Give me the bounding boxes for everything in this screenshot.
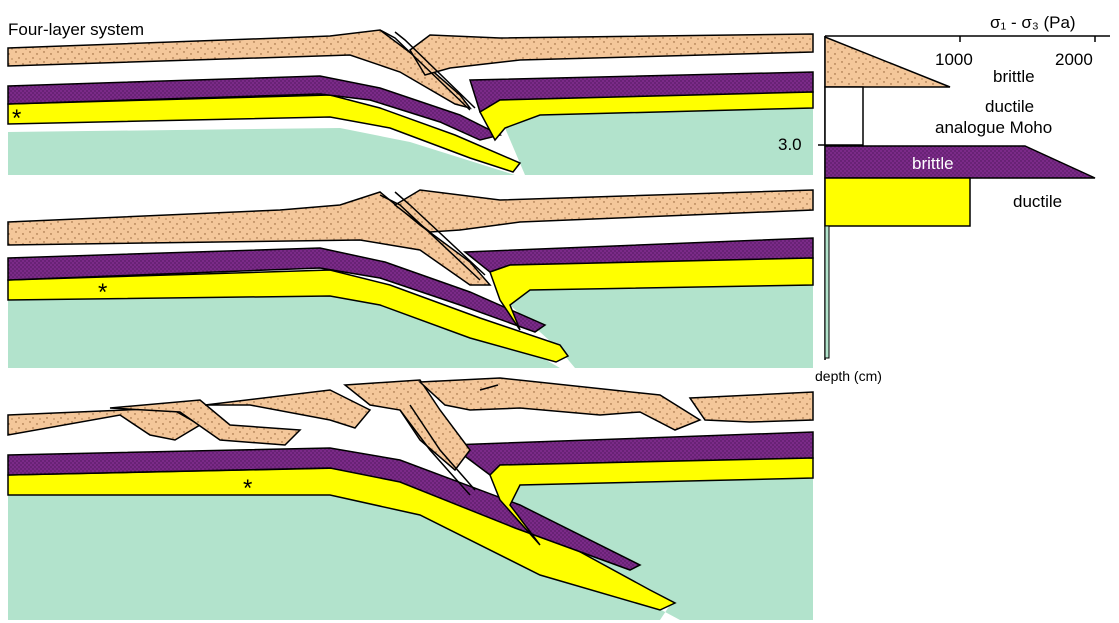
profile-label-moho: analogue Moho — [935, 118, 1052, 137]
panel-stage-1: * — [8, 30, 813, 175]
strength-axis-title: σ₁ - σ₃ (Pa) — [990, 13, 1076, 32]
profile-label-ductile-1: ductile — [985, 97, 1034, 116]
depth-axis-label: depth (cm) — [815, 368, 882, 384]
profile-label-ductile-2: ductile — [1013, 192, 1062, 211]
upper-crust-far-right — [690, 392, 813, 422]
panel-stage-2: * — [8, 182, 813, 368]
strength-profile: σ₁ - σ₃ (Pa) 1000 2000 3.0 brittle ducti… — [778, 13, 1110, 384]
profile-brittle-crust — [825, 37, 950, 87]
marker-asterisk: * — [12, 105, 21, 132]
panel-stage-3: * — [8, 375, 813, 620]
profile-label-brittle-2: brittle — [912, 154, 954, 173]
marker-asterisk: * — [243, 475, 252, 502]
tick-1000: 1000 — [935, 50, 973, 69]
profile-asthenosphere — [825, 226, 829, 358]
profile-label-brittle-1: brittle — [993, 67, 1035, 86]
tick-2000: 2000 — [1055, 50, 1093, 69]
profile-ductile-mantle — [825, 178, 970, 226]
profile-brittle-mantle — [825, 146, 1095, 178]
marker-asterisk: * — [98, 279, 107, 306]
diagram-title: Four-layer system — [8, 20, 144, 39]
profile-ductile-crust — [825, 87, 863, 145]
depth-tick: 3.0 — [778, 135, 802, 154]
